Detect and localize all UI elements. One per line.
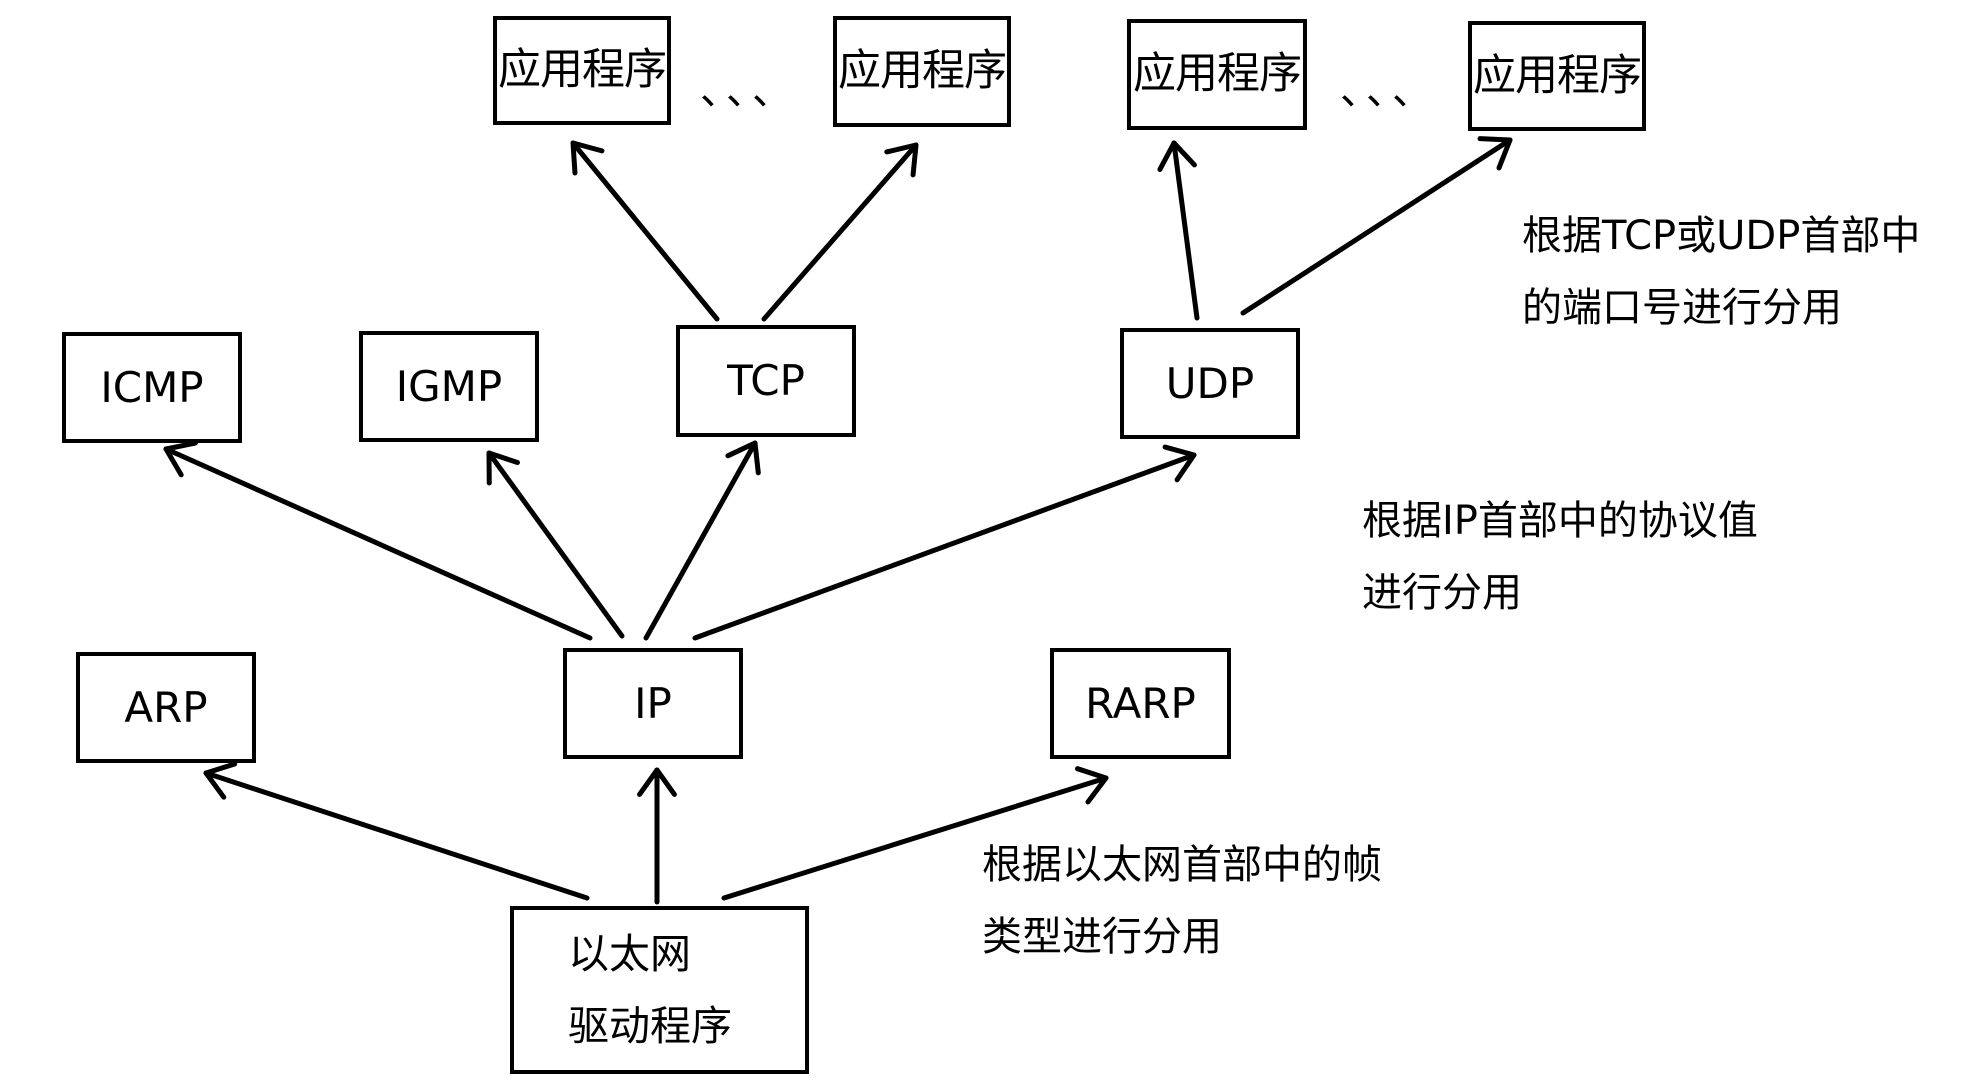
arrow-ethernet-to-ip-head [637, 767, 677, 797]
arp-box: ARP [76, 652, 256, 763]
protocol-demux-note: 根据IP首部中的协议值 进行分用 [1362, 485, 1758, 629]
app-label-3: 应用程序 [1133, 49, 1302, 99]
arrow-ip-to-icmp [163, 440, 593, 641]
ip-label: IP [634, 678, 672, 728]
arrow-ethernet-to-arp-head [203, 761, 238, 800]
ip-box: IP [563, 648, 743, 759]
ellipsis-left: 、、、 [700, 68, 798, 114]
app-label-1: 应用程序 [498, 45, 667, 95]
arrow-tcp-to-app2 [761, 142, 919, 322]
arrow-ethernet-to-ip [637, 767, 677, 905]
arrow-ip-to-icmp-shaft [163, 446, 593, 641]
frame-demux-note: 根据以太网首部中的帧 类型进行分用 [982, 829, 1382, 973]
arrow-ip-to-udp-shaft [692, 452, 1197, 641]
icmp-box: ICMP [62, 332, 242, 443]
arrow-ip-to-tcp [643, 440, 761, 641]
app-box-1: 应用程序 [493, 16, 671, 125]
tcp-label: TCP [727, 356, 805, 405]
frame-note-line1: 根据以太网首部中的帧 [982, 842, 1382, 888]
app-box-2: 应用程序 [833, 16, 1011, 127]
arrow-tcp-to-app1 [570, 140, 720, 322]
icmp-label: ICMP [100, 362, 204, 412]
arrow-tcp-to-app2-shaft [761, 142, 919, 322]
arrow-ip-to-udp [692, 444, 1197, 641]
udp-label: UDP [1165, 358, 1255, 408]
udp-box: UDP [1120, 328, 1300, 439]
arrow-udp-to-app3-shaft [1171, 140, 1200, 321]
arrow-tcp-to-app1-head [570, 140, 605, 176]
arrow-ethernet-to-rarp [721, 766, 1109, 901]
arrow-ip-to-tcp-head [725, 440, 761, 476]
app-box-4: 应用程序 [1468, 21, 1646, 131]
rarp-box: RARP [1050, 648, 1231, 759]
arrow-udp-to-app4-shaft [1240, 137, 1513, 316]
port-demux-note: 根据TCP或UDP首部中 的端口号进行分用 [1522, 200, 1920, 344]
ellipsis-right: 、、、 [1340, 68, 1438, 114]
igmp-box: IGMP [359, 331, 539, 442]
ethernet-label-line1: 以太网 [568, 930, 691, 978]
arrow-udp-to-app3 [1157, 140, 1200, 321]
arrow-ip-to-udp-head [1162, 444, 1197, 483]
arrow-ethernet-to-arp [203, 761, 590, 901]
frame-note-line2: 类型进行分用 [982, 914, 1222, 960]
igmp-label: IGMP [395, 361, 503, 411]
port-note-line2: 的端口号进行分用 [1522, 285, 1842, 331]
protocol-note-line1: 根据IP首部中的协议值 [1362, 498, 1758, 544]
app-label-2: 应用程序 [838, 46, 1007, 96]
protocol-note-line2: 进行分用 [1362, 570, 1522, 616]
arrow-udp-to-app3-head [1157, 140, 1197, 172]
arrow-tcp-to-app2-head [884, 142, 919, 178]
arrow-ethernet-to-rarp-shaft [721, 775, 1109, 901]
arrow-udp-to-app4-head [1477, 136, 1513, 171]
arp-label: ARP [124, 682, 208, 732]
arrow-ip-to-tcp-shaft [643, 440, 758, 641]
port-note-line1: 根据TCP或UDP首部中 [1522, 213, 1921, 259]
app-label-4: 应用程序 [1473, 50, 1642, 101]
tcp-box: TCP [676, 325, 856, 437]
arrow-ip-to-igmp-head [486, 450, 520, 486]
arrow-ethernet-to-arp-shaft [203, 770, 590, 901]
app-box-3: 应用程序 [1127, 19, 1307, 130]
rarp-label: RARP [1085, 678, 1196, 728]
arrow-ethernet-to-rarp-head [1074, 766, 1109, 805]
arrow-ip-to-icmp-head [163, 440, 198, 478]
ethernet-driver-box: 以太网 驱动程序 [510, 906, 809, 1074]
arrow-ip-to-igmp-shaft [486, 450, 625, 639]
arrow-tcp-to-app1-shaft [570, 140, 720, 322]
ethernet-label-line2: 驱动程序 [568, 1002, 732, 1050]
arrow-ip-to-igmp [486, 450, 625, 639]
arrow-udp-to-app4 [1240, 136, 1513, 316]
